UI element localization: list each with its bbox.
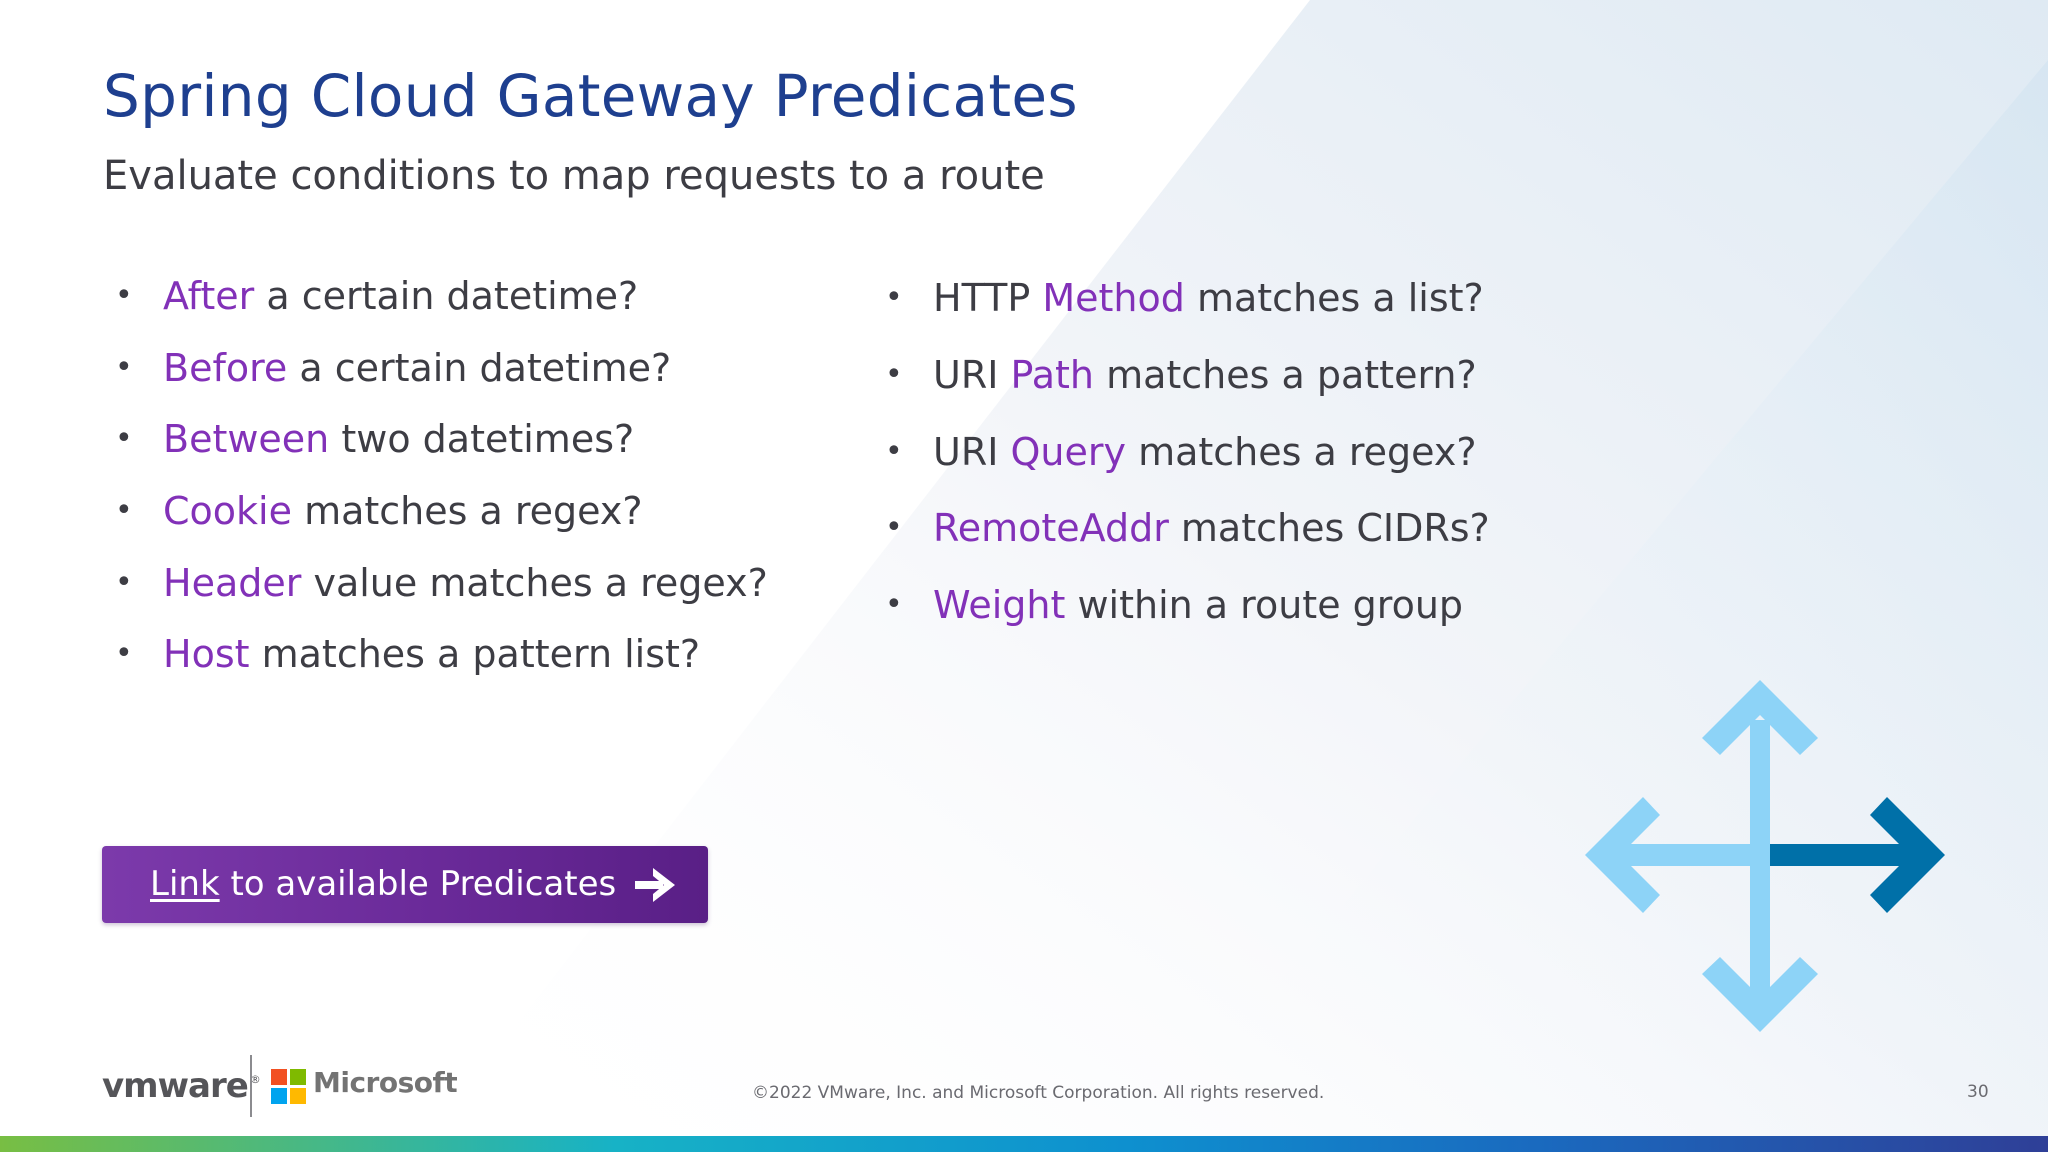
predicate-text: After a certain datetime?	[163, 272, 638, 320]
bullet-dot: •	[115, 278, 133, 313]
predicate-text: Weight within a route group	[933, 581, 1463, 629]
predicates-link-button[interactable]: Link to available Predicates	[102, 846, 708, 923]
predicate-keyword: Before	[163, 346, 288, 390]
bullet-dot: •	[885, 587, 903, 622]
predicate-description: value matches a regex?	[301, 561, 768, 605]
bullet-dot: •	[885, 357, 903, 392]
predicate-description: matches a list?	[1184, 276, 1484, 320]
predicate-description: matches CIDRs?	[1168, 506, 1490, 550]
predicate-keyword: Query	[1010, 430, 1126, 474]
predicate-keyword: RemoteAddr	[933, 506, 1169, 550]
logo-divider	[250, 1055, 252, 1117]
bullet-dot: •	[885, 434, 903, 469]
predicate-text: HTTP Method matches a list?	[933, 274, 1484, 322]
copyright-text: ©2022 VMware, Inc. and Microsoft Corpora…	[752, 1083, 1325, 1103]
predicate-description: a certain datetime?	[287, 346, 672, 390]
predicate-keyword: Between	[163, 417, 330, 461]
predicate-description: a certain datetime?	[254, 274, 639, 318]
microsoft-logo-icon	[271, 1069, 306, 1104]
bullet-dot: •	[885, 510, 903, 545]
slide-title: Spring Cloud Gateway Predicates	[103, 62, 1078, 130]
predicate-description: two datetimes?	[329, 417, 635, 461]
link-rest-text: to available Predicates	[219, 864, 617, 904]
predicate-text: URI Path matches a pattern?	[933, 351, 1477, 399]
bullet-dot: •	[885, 280, 903, 315]
link-button-label: Link to available Predicates	[150, 861, 616, 907]
vmware-logo: vmware®	[102, 1066, 261, 1106]
arrow-right-icon	[635, 868, 675, 902]
predicate-description: matches a pattern?	[1094, 353, 1477, 397]
bullet-dot: •	[115, 350, 133, 385]
predicate-keyword: After	[163, 274, 255, 318]
bullet-dot: •	[115, 421, 133, 456]
bottom-color-bar	[0, 1136, 2048, 1152]
predicate-keyword: Cookie	[163, 489, 292, 533]
predicate-description: matches a regex?	[291, 489, 643, 533]
bullet-dot: •	[115, 636, 133, 671]
predicate-keyword: Weight	[933, 583, 1066, 627]
microsoft-logo-text: Microsoft	[313, 1066, 458, 1099]
bullet-dot: •	[115, 565, 133, 600]
predicate-prefix: URI	[933, 430, 1011, 474]
predicate-keyword: Host	[163, 632, 250, 676]
page-number: 30	[1967, 1082, 1989, 1102]
slide-subtitle: Evaluate conditions to map requests to a…	[103, 153, 1045, 199]
predicate-prefix: URI	[933, 353, 1011, 397]
link-word[interactable]: Link	[150, 864, 220, 904]
bullet-dot: •	[115, 493, 133, 528]
predicate-keyword: Header	[163, 561, 302, 605]
predicate-prefix: HTTP	[933, 276, 1043, 320]
predicate-text: Header value matches a regex?	[163, 559, 768, 607]
predicate-keyword: Method	[1042, 276, 1185, 320]
predicate-text: Cookie matches a regex?	[163, 487, 643, 535]
predicate-description: matches a pattern list?	[249, 632, 701, 676]
predicate-text: Host matches a pattern list?	[163, 630, 700, 678]
predicate-description: within a route group	[1065, 583, 1464, 627]
predicate-text: Before a certain datetime?	[163, 344, 671, 392]
predicate-keyword: Path	[1010, 353, 1094, 397]
predicate-text: URI Query matches a regex?	[933, 428, 1477, 476]
predicate-text: Between two datetimes?	[163, 415, 634, 463]
four-way-arrows-icon	[1585, 680, 1945, 1032]
predicate-description: matches a regex?	[1126, 430, 1477, 474]
predicate-text: RemoteAddr matches CIDRs?	[933, 504, 1490, 552]
